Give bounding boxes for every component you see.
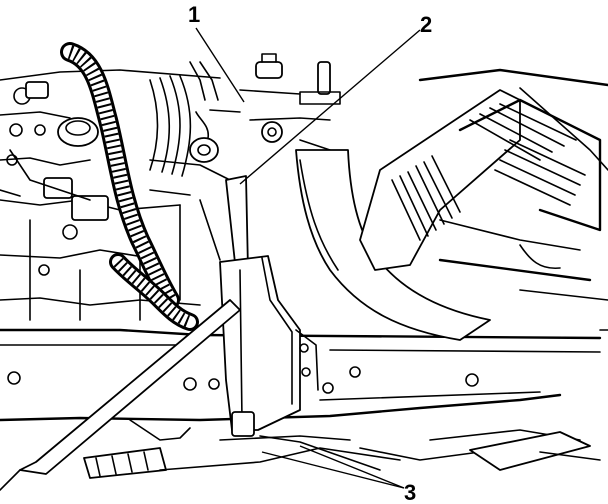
lower-wiring — [83, 419, 601, 479]
center-bracket — [219, 175, 319, 437]
callout-3: 3 — [404, 480, 416, 504]
engine-block-left — [0, 69, 231, 321]
frame-rails — [0, 68, 608, 441]
wiring-harness-loom — [60, 42, 219, 331]
callout-2: 2 — [420, 12, 432, 37]
callout-leaders — [195, 27, 421, 489]
radiator-hose — [295, 149, 491, 341]
air-intake-duct — [359, 89, 602, 282]
brace-rod — [0, 299, 241, 491]
callout-1: 1 — [188, 2, 200, 27]
